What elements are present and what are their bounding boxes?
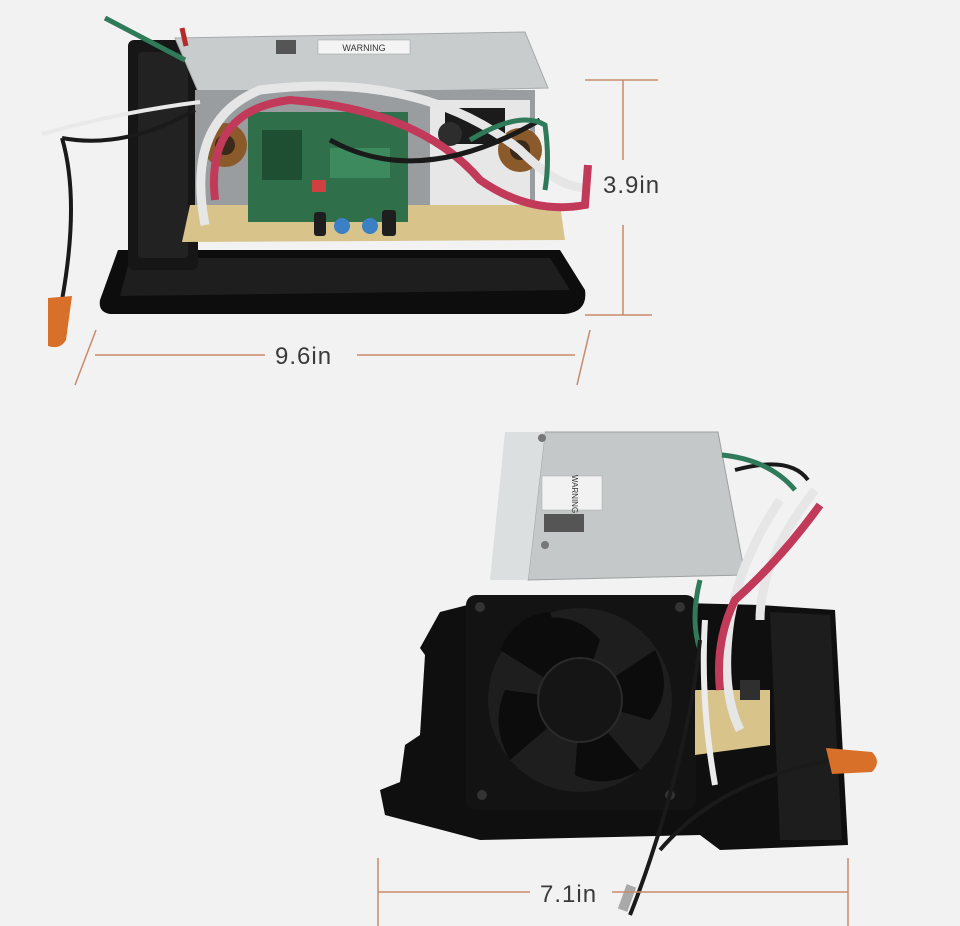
dimension-height-top: 3.9in (585, 79, 660, 316)
capacitor-blue-1 (334, 218, 350, 234)
wire-white-loop (196, 81, 591, 226)
metal-cover-top (174, 31, 549, 97)
wire-black-lead (60, 137, 73, 301)
warning-text-top: WARNING (342, 43, 385, 53)
qr-code-side (544, 514, 584, 532)
width-label: 7.1in (540, 881, 597, 908)
capacitor-black-1 (382, 210, 396, 236)
wire-black-angled (734, 462, 810, 482)
wire-black-drop (628, 639, 702, 916)
length-label: 9.6in (275, 343, 332, 370)
converter-angled-view: WARNING (380, 431, 877, 916)
dimension-length-top: 9.6in (74, 329, 591, 386)
converter-top-view: WARNING (41, 15, 592, 348)
warning-text-side: WARNING (570, 475, 579, 513)
height-label: 3.9in (603, 172, 660, 199)
capacitor-blue-2 (362, 218, 378, 234)
dimension-width-bottom: 7.1in (377, 858, 849, 926)
wire-white-left (41, 100, 201, 136)
wire-nut-angled (826, 748, 877, 774)
warning-sticker-top (317, 39, 411, 55)
wire-green-loop (468, 117, 550, 191)
wire-terminal (617, 884, 637, 912)
wire-red-top (179, 27, 189, 47)
capacitor-top (438, 122, 462, 146)
fan-hub (537, 657, 623, 743)
wire-red-angled (715, 502, 824, 691)
side-panel-angled (490, 432, 545, 580)
wire-black-loop (328, 117, 542, 164)
wire-nut-top (48, 296, 72, 348)
base-plate-shine (120, 258, 570, 296)
qr-code-top (276, 40, 296, 54)
wire-black-to-nut (658, 758, 833, 852)
capacitor-black-2 (314, 212, 326, 236)
wire-green-top (103, 15, 187, 63)
warning-sticker-side (541, 475, 603, 511)
wire-black-left (61, 108, 196, 143)
wire-red-loop (210, 95, 592, 212)
wire-white-drop (700, 619, 718, 786)
